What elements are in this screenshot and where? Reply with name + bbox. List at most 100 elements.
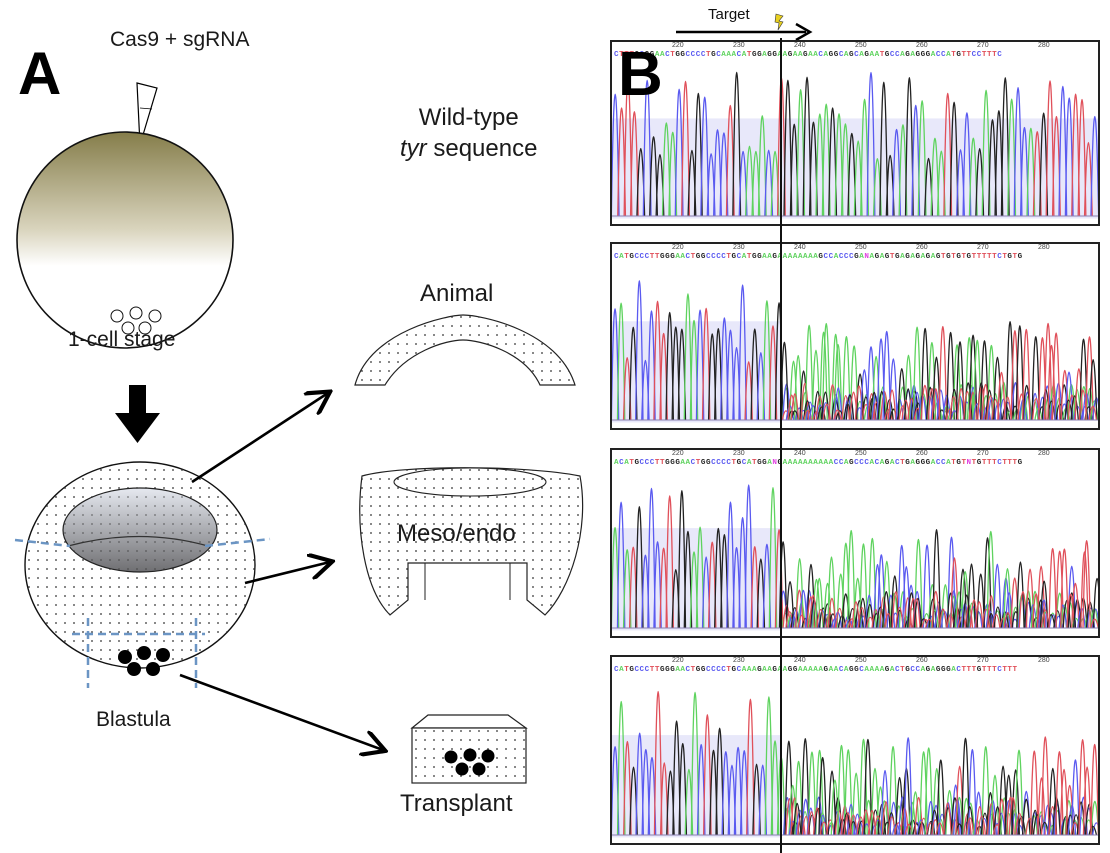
base-call: A: [746, 666, 752, 674]
base-call: T: [654, 459, 660, 467]
base-call: C: [941, 51, 947, 59]
base-call: G: [757, 253, 763, 261]
ruler-tick-label: 280: [1038, 450, 1050, 457]
trace-peak: [1013, 87, 1023, 217]
trace-peak: [842, 336, 851, 421]
one-cell-embryo: [16, 131, 234, 349]
base-call: A: [843, 666, 850, 674]
base-call: G: [757, 459, 763, 467]
base-call: A: [818, 459, 824, 467]
base-calls: CATGCCCTTGGGAACTGGCCCCTGCATGGAAGAAAAAAAA…: [614, 253, 1023, 261]
base-call: G: [792, 666, 798, 674]
trace-peak: [683, 531, 693, 629]
trace-peak: [677, 489, 687, 629]
trace-peak: [961, 737, 970, 836]
sequence-word: sequence: [426, 135, 538, 163]
base-call: T: [624, 51, 630, 59]
base-call: A: [746, 459, 752, 467]
base-call: G: [803, 51, 809, 59]
trace-peak: [895, 777, 904, 836]
trace-peak: [828, 107, 838, 217]
trace-peak: [790, 393, 800, 421]
trace-peak: [930, 609, 940, 629]
ruler-tick-label: 240: [794, 244, 806, 251]
trace-peak: [672, 720, 681, 836]
trace-peak: [882, 330, 892, 421]
trace-peak: [846, 803, 856, 836]
trace-peak: [1003, 568, 1012, 629]
base-call: A: [778, 51, 783, 59]
trace-peak: [732, 71, 742, 217]
trace-peak: [1092, 822, 1098, 836]
trace-peak: [851, 772, 861, 836]
trace-peak: [917, 100, 927, 217]
base-call: C: [838, 459, 844, 467]
trace-peak: [879, 81, 889, 217]
trace-peak: [1082, 766, 1092, 836]
base-call: C: [859, 666, 865, 674]
base-call: G: [644, 51, 650, 59]
base-call: T: [986, 253, 993, 261]
base-call: A: [797, 51, 804, 59]
base-call: T: [726, 666, 732, 674]
base-call: A: [751, 666, 758, 674]
trace-peak: [1010, 329, 1020, 421]
base-call: A: [792, 253, 798, 261]
base-call: T: [746, 51, 752, 59]
trace-peak: [947, 536, 956, 629]
trace-peak: [983, 537, 992, 629]
base-call: G: [956, 459, 962, 467]
base-call: T: [976, 253, 982, 261]
base-call: A: [787, 253, 793, 261]
base-call: G: [675, 459, 681, 467]
trace-peak: [720, 317, 729, 421]
trace-peak: [1032, 814, 1042, 836]
base-call: A: [782, 253, 788, 261]
base-call: C: [690, 459, 696, 467]
trace-peak: [770, 740, 780, 836]
trace-peak: [821, 103, 831, 217]
base-call: C: [705, 666, 712, 674]
arrow-to-transplant: [179, 673, 383, 750]
base-call: G: [665, 666, 671, 674]
base-call: A: [803, 459, 809, 467]
ruler-tick-label: 220: [672, 244, 684, 251]
trace-peak: [818, 757, 827, 836]
base-call: T: [726, 253, 732, 261]
base-call: C: [649, 459, 655, 467]
trace-peak: [1064, 97, 1074, 217]
trace-peak: [1048, 767, 1058, 836]
trace-peak: [926, 820, 936, 836]
base-call: A: [619, 253, 625, 261]
ruler-tick-label: 220: [672, 42, 684, 49]
gene-name: tyr: [400, 135, 427, 163]
base-call: A: [930, 253, 936, 261]
base-call: C: [823, 253, 829, 261]
base-call: A: [874, 51, 880, 59]
trace-peak: [913, 597, 923, 629]
trace-peak: [683, 293, 693, 421]
base-call: A: [859, 253, 865, 261]
trace-peak: [854, 385, 864, 421]
trace-peak: [714, 528, 723, 629]
trace-peak: [981, 89, 991, 217]
trace-peak: [733, 746, 743, 836]
trace-peak: [980, 340, 989, 421]
trace-peak: [968, 748, 977, 836]
trace-peak: [671, 326, 681, 421]
trace-peak: [837, 744, 846, 836]
base-call: A: [614, 459, 620, 467]
base-call: T: [1002, 666, 1008, 674]
base-call: T: [992, 666, 998, 674]
trace-peak: [1036, 566, 1046, 629]
base-call: C: [614, 51, 620, 59]
trace-peak: [911, 791, 920, 836]
trace-peak: [997, 371, 1006, 421]
base-call: A: [624, 459, 630, 467]
trace-peak: [931, 388, 941, 421]
target-label: Target: [708, 6, 750, 23]
base-call: A: [726, 51, 732, 59]
panel-a-letter: A: [18, 40, 62, 107]
trace-peak: [787, 612, 797, 629]
base-call: A: [721, 51, 727, 59]
